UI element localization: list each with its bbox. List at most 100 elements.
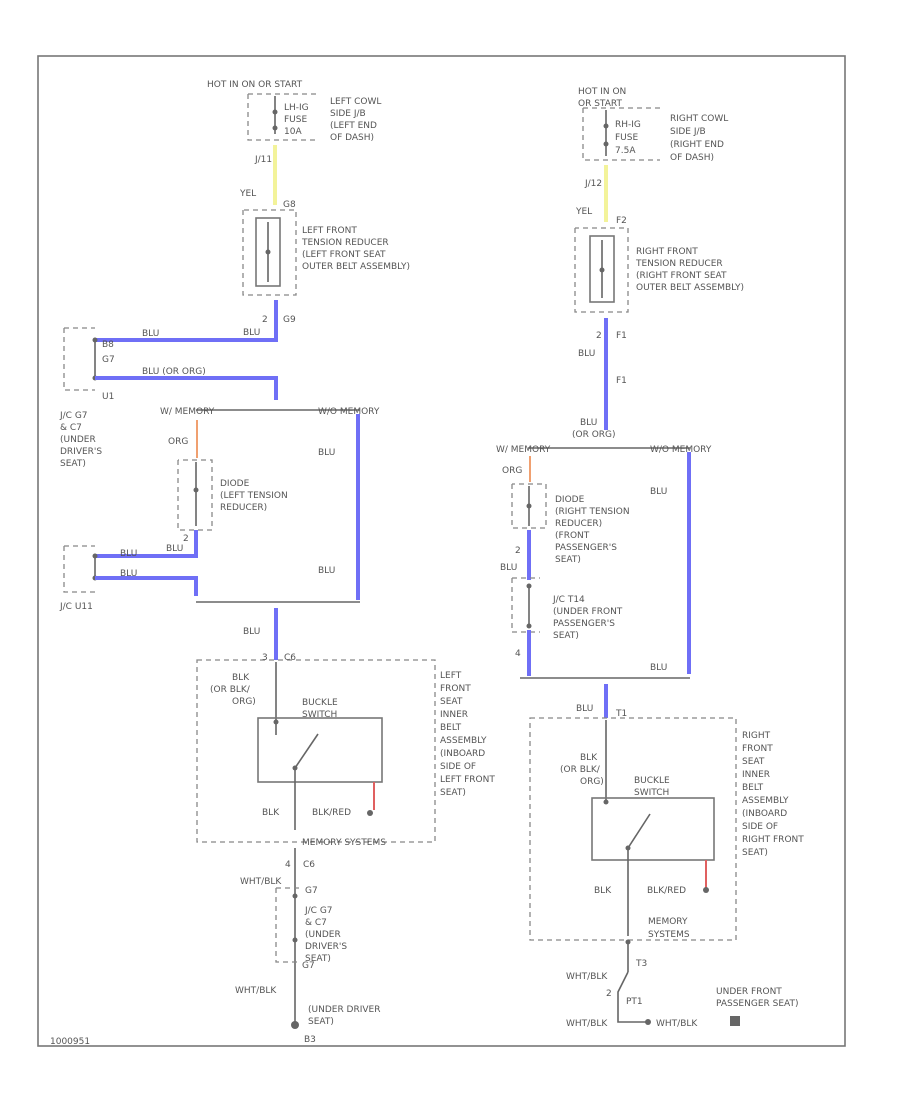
left-jc-bottom-box xyxy=(275,887,300,963)
left-jcu11-wire-0: BLU xyxy=(120,549,137,559)
right-belt-desc-0: RIGHT xyxy=(742,731,771,741)
right-pin-f1: F1 xyxy=(616,376,627,386)
left-blue-wire-2 xyxy=(95,376,278,400)
left-jc-bottom-dot-b xyxy=(292,937,298,943)
left-wire-org: ORG xyxy=(168,437,188,447)
left-wire-yel: YEL xyxy=(239,189,256,199)
right-reducer-conn-bot: F1 xyxy=(616,331,627,341)
left-fuse-dot-a xyxy=(272,109,278,115)
right-fuse-id: RH-IG xyxy=(615,120,641,130)
right-wire-blu-or-1: (OR ORG) xyxy=(572,430,616,440)
right-wire-wht-blk2: WHT/BLK xyxy=(566,1019,608,1029)
right-diode-desc-2: REDUCER) xyxy=(555,519,602,529)
right-jc-pin: 4 xyxy=(515,649,521,659)
right-fuse-desc-3: OF DASH) xyxy=(670,153,714,163)
left-wire-blk-or-0: BLK xyxy=(232,673,250,683)
left-wire-blu-down: BLU xyxy=(243,627,260,637)
right-jc-desc-1: (UNDER FRONT xyxy=(553,607,623,617)
left-jc-desc-4: SEAT) xyxy=(60,459,86,469)
left-jc-bottom-desc-1: & C7 xyxy=(305,918,327,928)
right-pin-t3: T3 xyxy=(635,959,647,969)
left-belt-desc-5: ASSEMBLY xyxy=(440,736,487,746)
left-fuse-desc-0: LEFT COWL xyxy=(330,97,381,107)
right-pin-2: 2 xyxy=(606,989,612,999)
right-blkred-dot xyxy=(703,887,709,893)
left-reducer-desc-0: LEFT FRONT xyxy=(302,226,357,236)
left-jc-bottom-desc-2: (UNDER xyxy=(305,930,341,940)
left-memory-systems: MEMORY SYSTEMS xyxy=(302,838,386,848)
left-belt-desc-6: (INBOARD xyxy=(440,749,485,759)
left-fuse-desc-1: SIDE J/B xyxy=(330,109,366,119)
right-reducer-dot xyxy=(599,267,605,273)
right-ground-icon xyxy=(730,1016,740,1026)
left-fuse-desc-3: OF DASH) xyxy=(330,133,374,143)
left-fuse-desc-2: (LEFT END xyxy=(330,121,377,131)
right-wire-wht-blk: WHT/BLK xyxy=(566,972,608,982)
right-belt-desc-8: RIGHT FRONT xyxy=(742,835,804,845)
right-buckle-wire-top: BLU xyxy=(576,704,593,714)
left-belt-desc-1: FRONT xyxy=(440,684,471,694)
right-diode-pin: 2 xyxy=(515,546,521,556)
left-reducer-box xyxy=(242,209,297,296)
right-pin-pt1: PT1 xyxy=(626,997,643,1007)
right-wo-memory: W/O MEMORY xyxy=(650,445,712,455)
image-code: 1000951 xyxy=(50,1037,90,1047)
left-w-memory: W/ MEMORY xyxy=(160,407,215,417)
left-wire-blu-right2: BLU xyxy=(318,566,335,576)
right-wire-blk-or-2: ORG) xyxy=(580,777,604,787)
left-jcu11-wire-1: BLU xyxy=(120,569,137,579)
right-reducer-body xyxy=(589,235,615,303)
right-wire-blk-or-1: (OR BLK/ xyxy=(560,765,601,775)
right-jc-desc-2: PASSENGER'S xyxy=(553,619,615,629)
right-circuit: HOT IN ON OR START RH-IG FUSE 7.5A RIGHT… xyxy=(496,87,804,1029)
right-diode-desc-3: (FRONT xyxy=(555,531,590,541)
left-belt-desc-8: LEFT FRONT xyxy=(440,775,495,785)
left-blkred-dot xyxy=(367,810,373,816)
right-fuse-desc-2: (RIGHT END xyxy=(670,140,724,150)
right-belt-desc-9: SEAT) xyxy=(742,848,768,858)
left-wire-blu-or: BLU (OR ORG) xyxy=(142,367,206,377)
right-ground-node-a xyxy=(625,939,631,945)
left-ground-desc-0: (UNDER DRIVER xyxy=(308,1005,381,1015)
right-wire-blu2: BLU xyxy=(500,563,517,573)
left-blue-wire-1 xyxy=(95,300,278,342)
left-ground-desc-1: SEAT) xyxy=(308,1017,334,1027)
left-jc-pin-2: U1 xyxy=(102,392,114,402)
left-belt-desc-0: LEFT xyxy=(440,671,462,681)
left-jcu11-box xyxy=(63,545,95,593)
right-ground-node-b xyxy=(645,1019,651,1025)
right-fuse-dot-a xyxy=(603,123,609,129)
right-buckle-switch xyxy=(591,797,715,861)
left-hot-label: HOT IN ON OR START xyxy=(207,80,303,90)
right-ground-desc-0: UNDER FRONT xyxy=(716,987,782,997)
right-fuse-desc-1: SIDE J/B xyxy=(670,127,706,137)
left-fuse-dot-b xyxy=(272,125,278,131)
right-pin-top: J/12 xyxy=(584,179,602,189)
left-jc-pin-g7a: G7 xyxy=(305,886,318,896)
right-fuse-label: FUSE xyxy=(615,133,638,143)
left-jc-bottom-desc-4: SEAT) xyxy=(305,954,331,964)
left-wire-wht-blk2: WHT/BLK xyxy=(235,986,277,996)
left-diode-box xyxy=(177,459,213,531)
left-wire-blk-or-2: ORG) xyxy=(232,697,256,707)
left-jc-desc-2: (UNDER xyxy=(60,435,96,445)
right-wire-blk-or-0: BLK xyxy=(580,753,598,763)
left-wire-blu2: BLU xyxy=(166,544,183,554)
right-hot-label-0: HOT IN ON xyxy=(578,87,626,97)
left-jc-desc-1: & C7 xyxy=(60,423,82,433)
right-fuse-desc-0: RIGHT COWL xyxy=(670,114,728,124)
left-jc-pin-1: G7 xyxy=(102,355,115,365)
right-switch-contact xyxy=(603,799,609,805)
left-belt-desc-4: BELT xyxy=(440,723,462,733)
right-reducer-pin-bot: 2 xyxy=(596,331,602,341)
right-jc-desc-0: J/C T14 xyxy=(552,595,585,605)
right-belt-desc-7: SIDE OF xyxy=(742,822,778,832)
left-buckle-pin: 3 xyxy=(262,653,268,663)
left-belt-desc-9: SEAT) xyxy=(440,788,466,798)
left-pin-4: 4 xyxy=(285,860,291,870)
right-belt-desc-2: SEAT xyxy=(742,757,765,767)
right-wire-blk: BLK xyxy=(594,886,612,896)
left-fuse-id: LH-IG xyxy=(284,103,309,113)
left-jc-bottom-desc-0: J/C G7 xyxy=(304,906,333,916)
left-wire-blu: BLU xyxy=(243,328,260,338)
